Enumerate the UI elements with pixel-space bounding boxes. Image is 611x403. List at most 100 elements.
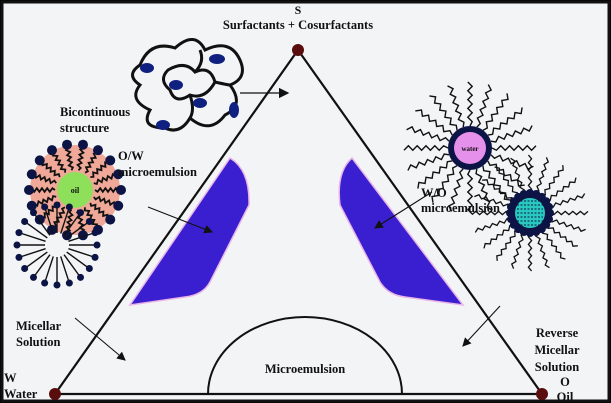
surfactant-head — [13, 241, 21, 249]
surfactant-tail — [466, 169, 474, 215]
surfactant-tail — [483, 224, 514, 249]
surfactant-head — [53, 281, 61, 289]
surfactant-tail — [417, 160, 453, 189]
surfactant-head — [41, 203, 49, 211]
wo-microemulsion-region — [338, 156, 465, 306]
bicontinuous-label-2: structure — [60, 121, 110, 135]
microemulsion-label: Microemulsion — [265, 362, 345, 376]
ternary-triangle — [52, 48, 545, 396]
surfactant-head — [26, 169, 37, 180]
surfactant-tail — [546, 177, 577, 202]
micelle-illustration — [13, 201, 101, 289]
surfactant-tail — [32, 254, 51, 278]
microemulsion-arc — [207, 316, 403, 395]
surfactant-head — [29, 209, 37, 217]
micellar-label-1: Micellar — [16, 319, 62, 333]
surfactant-tail — [43, 206, 54, 234]
surfactant-tail — [403, 144, 449, 152]
ow-microemulsion-region — [128, 156, 250, 306]
surfactant-tail — [406, 125, 450, 142]
micellar-label-2: Solution — [16, 335, 61, 349]
surfactant-tail — [482, 179, 515, 202]
surfactant-tail — [487, 107, 523, 136]
ow-arrow — [147, 206, 214, 234]
surfactant-tail — [32, 212, 51, 236]
vertex-o-name: Oil — [557, 390, 574, 403]
surfactant-tail — [474, 218, 512, 233]
surfactant-head — [93, 241, 101, 249]
surfactant-head — [116, 185, 126, 195]
surfactant-tail — [68, 248, 96, 259]
surfactant-head — [65, 279, 73, 287]
surfactant-tail — [548, 218, 586, 233]
surfactant-head — [85, 265, 93, 273]
surfactant-tail — [535, 157, 550, 195]
surfactant-head — [105, 214, 116, 225]
surfactant-tail — [60, 256, 71, 284]
surfactant-tail — [490, 125, 533, 143]
surfactant-head — [21, 217, 29, 225]
bicontinuous-label-1: Bicontinuous — [60, 105, 130, 119]
vertex-w-letter: W — [4, 371, 17, 385]
oil-core — [57, 172, 93, 208]
surfactant-head — [85, 217, 93, 225]
surfactant-tail — [447, 85, 465, 128]
surfactant-tail — [510, 157, 525, 195]
surfactant-tail — [18, 248, 46, 259]
vertex-s-dot — [292, 44, 304, 56]
surfactant-tail — [466, 81, 474, 127]
ow-label-2: microemulsion — [118, 165, 197, 179]
vertex-o-dot — [536, 388, 548, 400]
surfactant-head — [105, 155, 116, 166]
surfactant-tail — [63, 212, 82, 236]
micellar-arrow — [74, 317, 126, 361]
surfactant-head — [77, 273, 85, 281]
surfactant-head — [77, 209, 85, 217]
vertex-s-name: Surfactants + Cosurfactants — [223, 18, 373, 32]
surfactant-tail — [496, 228, 519, 261]
surfactant-head — [62, 230, 73, 241]
surfactant-tail — [482, 165, 511, 201]
reverse-micellar-arrow — [462, 305, 501, 347]
surfactant-head — [113, 200, 124, 211]
water-core — [454, 132, 486, 164]
reverse-label-2: Micellar — [534, 343, 580, 357]
reverse-core — [515, 198, 545, 228]
surfactant-tail — [24, 220, 48, 239]
surfactant-tail — [415, 109, 453, 136]
surfactant-tail — [491, 144, 537, 152]
wo-label-2: microemulsion — [421, 201, 500, 215]
surfactant-tail — [510, 231, 525, 269]
vertex-w-name: Water — [4, 387, 38, 401]
surfactant-head — [91, 253, 99, 261]
surfactant-tail — [68, 231, 96, 242]
surfactant-tail — [63, 254, 82, 278]
surfactant-tail — [474, 193, 512, 208]
surfactant-head — [93, 145, 103, 156]
surfactant-tail — [541, 229, 566, 260]
surfactant-tail — [66, 251, 90, 270]
surfactant-head — [24, 185, 34, 195]
wo-label-1: W/O — [421, 186, 447, 200]
surfactant-tail — [429, 95, 458, 131]
surfactant-tail — [545, 224, 578, 247]
surfactant-tail — [475, 168, 493, 211]
oil-core-label: oil — [71, 186, 80, 195]
surfactant-head — [53, 201, 61, 209]
surfactant-head — [65, 203, 73, 211]
surfactant-tail — [549, 210, 589, 216]
surfactant-head — [15, 253, 23, 261]
surfactant-head — [47, 145, 57, 156]
surfactant-tail — [60, 206, 71, 234]
water-core-label: water — [461, 145, 478, 153]
surfactant-tail — [407, 153, 450, 171]
surfactant-head — [62, 139, 73, 150]
surfactant-head — [77, 139, 88, 150]
surfactant-tail — [431, 165, 458, 203]
vertex-w-dot — [49, 388, 61, 400]
surfactant-tail — [43, 256, 54, 284]
surfactant-head — [41, 279, 49, 287]
surfactant-head — [34, 155, 45, 166]
